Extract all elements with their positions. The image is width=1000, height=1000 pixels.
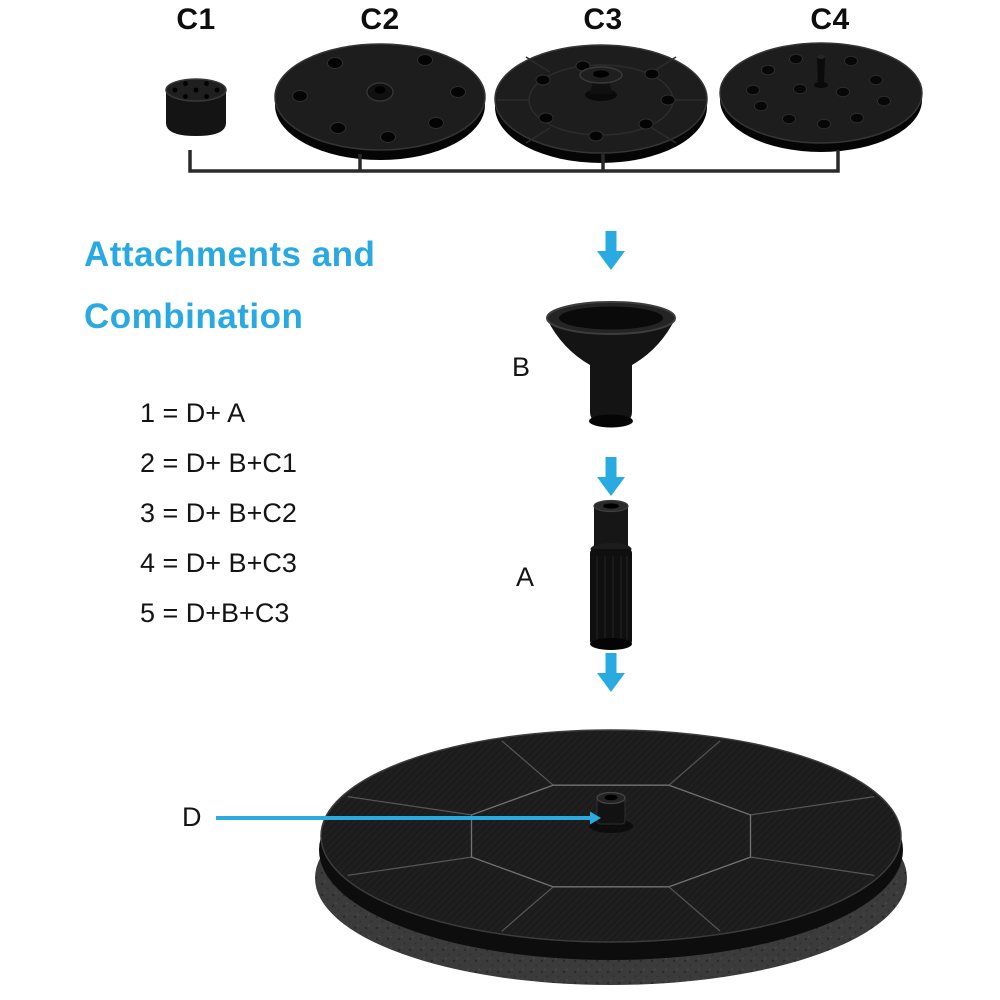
combination-list: 1 = D+ A 2 = D+ B+C1 3 = D+ B+C2 4 = D+ … [140,388,297,638]
title-line-1: Attachments and [84,235,376,274]
bracket-line [188,150,840,173]
down-arrow-icon [597,653,625,692]
combo-item-5: 5 = D+B+C3 [140,598,290,628]
nozzle-c2 [274,43,486,160]
title-line-2: Combination [84,297,304,336]
down-arrow-icon [597,457,625,496]
nozzle-c1 [165,78,227,136]
label-a: A [516,562,535,592]
combo-item-1: 1 = D+ A [140,398,246,428]
label-c4: C4 [810,3,850,36]
down-arrow-icon [597,231,625,270]
label-b: B [512,352,531,382]
label-c3: C3 [583,3,623,36]
funnel-b [546,301,676,428]
label-d: D [182,802,202,832]
label-c1: C1 [176,3,216,36]
tube-a [590,499,632,650]
combo-item-4: 4 = D+ B+C3 [140,548,297,578]
pump-d [315,729,907,985]
combo-item-3: 3 = D+ B+C2 [140,498,297,528]
d-pointer-line [216,811,601,825]
combo-item-2: 2 = D+ B+C1 [140,448,297,478]
nozzle-c3 [494,44,708,163]
nozzle-c4 [719,42,923,152]
label-c2: C2 [360,3,400,36]
